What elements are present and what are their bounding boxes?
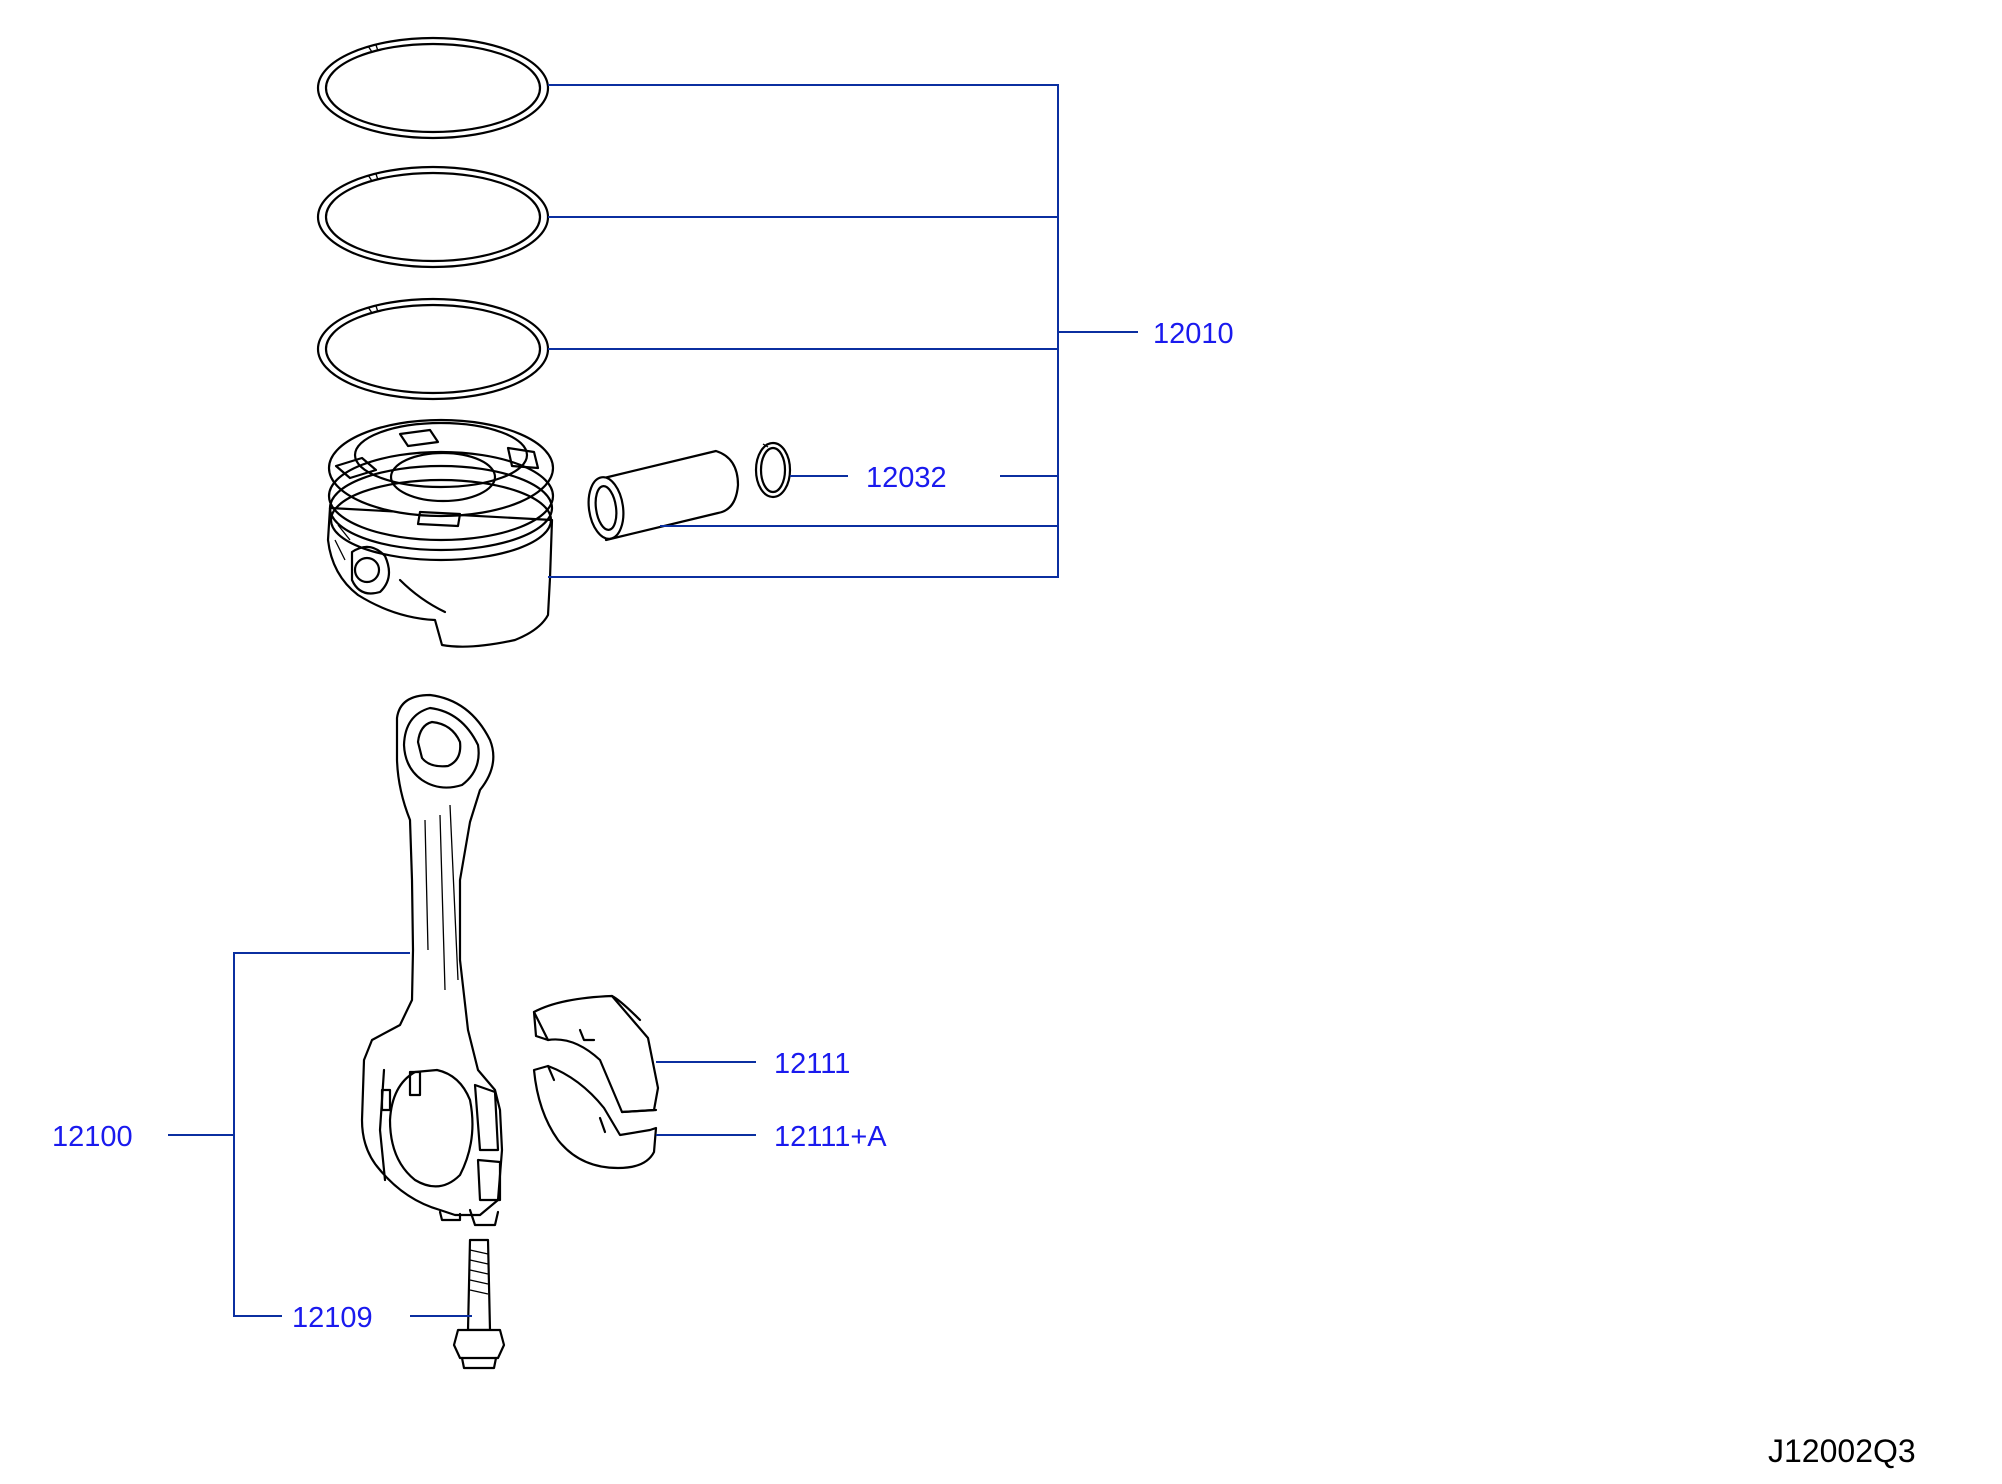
piston-ring-oil xyxy=(316,297,550,401)
callout-12109[interactable]: 12109 xyxy=(292,1302,373,1334)
drawing-id: J12002Q3 xyxy=(1768,1433,1916,1469)
callout-12111[interactable]: 12111 xyxy=(774,1048,850,1080)
connecting-rod xyxy=(360,693,504,1227)
callout-12010[interactable]: 12010 xyxy=(1153,318,1234,350)
connecting-rod-bolt xyxy=(452,1238,506,1370)
rod-bearing-lower xyxy=(532,1064,658,1170)
leader-lines xyxy=(168,84,1138,1317)
piston-pin xyxy=(587,449,740,542)
rod-bearing-upper xyxy=(532,994,660,1114)
snap-ring xyxy=(754,441,792,499)
callout-12032[interactable]: 12032 xyxy=(866,462,947,494)
piston xyxy=(326,418,555,648)
callout-12111a[interactable]: 12111+A xyxy=(774,1121,887,1153)
piston-ring-top xyxy=(316,36,550,140)
piston-ring-second xyxy=(316,165,550,269)
callout-12100[interactable]: 12100 xyxy=(52,1121,133,1153)
